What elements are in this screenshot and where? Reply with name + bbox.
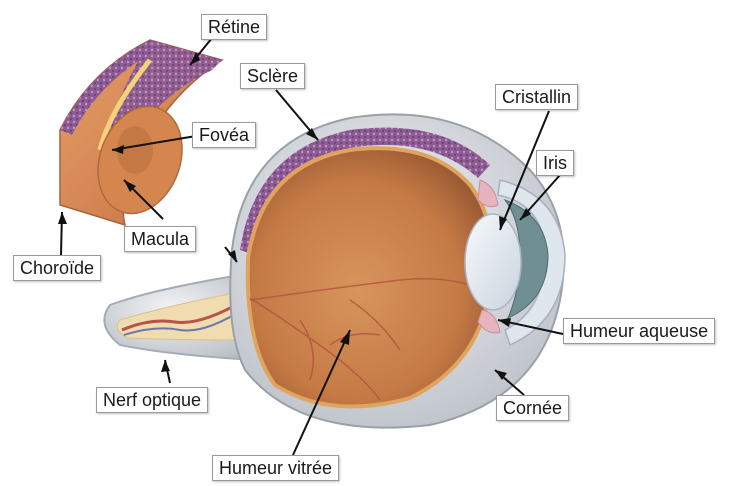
label-humeur-aqueuse: Humeur aqueuse [563, 318, 715, 344]
label-fovea: Fovéa [192, 122, 256, 148]
label-nerf-optique: Nerf optique [96, 387, 208, 413]
label-cristallin: Cristallin [495, 84, 578, 110]
label-cornee: Cornée [496, 395, 569, 421]
label-sclere: Sclère [240, 63, 305, 89]
label-choroide: Choroïde [13, 255, 101, 281]
lens [465, 214, 521, 310]
label-macula: Macula [124, 226, 196, 252]
label-humeur-vitree: Humeur vitrée [212, 455, 339, 481]
label-iris: Iris [536, 150, 574, 176]
label-retine: Rétine [201, 14, 267, 40]
